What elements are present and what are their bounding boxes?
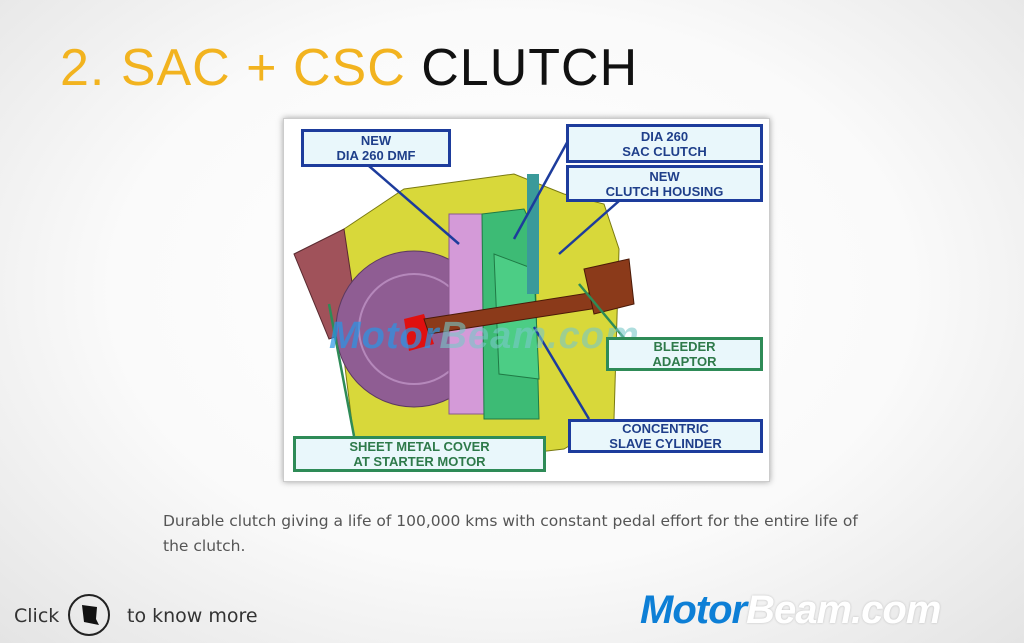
label-new-dmf: NEW DIA 260 DMF (301, 129, 451, 167)
title-word: CLUTCH (421, 39, 639, 97)
logo-part1: Motor (640, 588, 747, 632)
label-line: BLEEDER (653, 339, 716, 354)
label-line: ADAPTOR (652, 354, 717, 369)
label-line: DIA 260 (640, 128, 689, 144)
label-line: CONCENTRIC (622, 421, 709, 436)
label-concentric-slave-cylinder: CONCENTRIC SLAVE CYLINDER (568, 419, 763, 453)
watermark-part1: Motor (329, 315, 440, 357)
label-line: AT STARTER MOTOR (353, 454, 486, 469)
flag-button-icon[interactable] (68, 594, 110, 636)
motorbeam-logo: MotorBeam.com (640, 588, 941, 633)
watermark: MotorBeam.com (329, 315, 640, 358)
label-line: SAC CLUTCH (622, 143, 707, 159)
label-sheet-metal-cover: SHEET METAL COVER AT STARTER MOTOR (293, 436, 546, 472)
click-text: Click (14, 605, 60, 627)
label-clutch-housing: NEW CLUTCH HOUSING (566, 165, 763, 202)
label-sac-clutch: DIA 260 SAC CLUTCH (566, 124, 763, 163)
slide-title: 2. SAC + CSC CLUTCH (60, 38, 638, 98)
clutch-illustration (293, 138, 635, 465)
label-line: SLAVE CYLINDER (609, 436, 722, 451)
label-line: CLUTCH HOUSING (605, 183, 724, 199)
clutch-diagram: MotorBeam.com NEW DIA 260 DMF DIA 260 SA… (283, 118, 770, 482)
label-bleeder-adaptor: BLEEDER ADAPTOR (606, 337, 763, 371)
label-line: SHEET METAL COVER (349, 439, 490, 454)
logo-part2: Beam.com (746, 588, 941, 632)
label-line: NEW (360, 133, 392, 148)
label-line: DIA 260 DMF (336, 148, 416, 163)
label-line: NEW (649, 168, 680, 184)
watermark-part2: Beam.com (439, 315, 640, 357)
slide-caption: Durable clutch giving a life of 100,000 … (163, 512, 858, 555)
know-more-text: to know more (127, 605, 258, 627)
title-number: 2. SAC + CSC (60, 39, 406, 97)
